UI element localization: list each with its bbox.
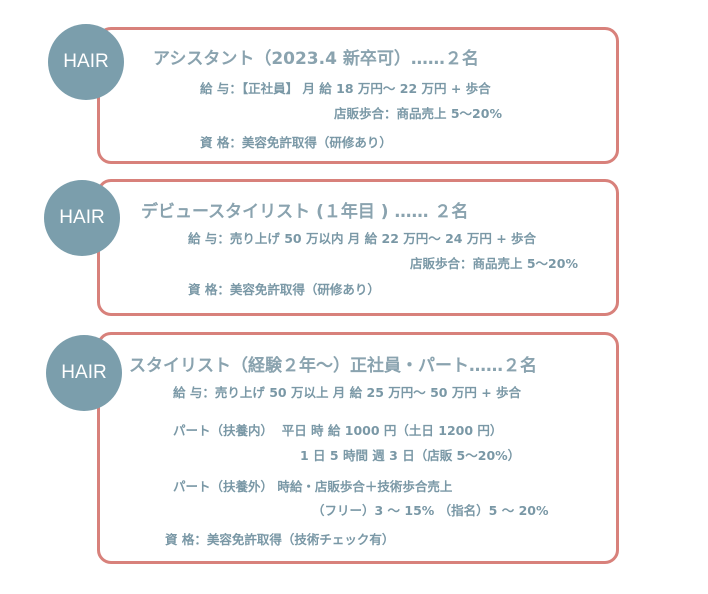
commission-line: 店販歩合：商品売上 5～20%: [334, 106, 502, 121]
commission-line: 店販歩合：商品売上 5～20%: [410, 256, 578, 271]
commission-rate-line: （フリー）3 ～ 15% （指名）5 ～ 20%: [312, 503, 549, 518]
position-card-debut-stylist: [97, 179, 619, 316]
position-title: アシスタント（2023.4 新卒可）……２名: [153, 49, 479, 69]
hair-badge: HAIR: [44, 180, 120, 256]
salary-line: 給 与：売り上げ 50 万以内 月 給 22 万円～ 24 万円 + 歩合: [188, 231, 537, 246]
hair-badge-label: HAIR: [59, 207, 105, 228]
salary-line: 給 与：【正社員】 月 給 18 万円～ 22 万円 + 歩合: [200, 81, 491, 96]
position-card-stylist: [97, 332, 619, 564]
position-title: スタイリスト（経験２年～）正社員・パート……２名: [129, 356, 537, 376]
qualification-line: 資 格：美容免許取得（研修あり）: [200, 135, 392, 150]
salary-line: 給 与：売り上げ 50 万以上 月 給 25 万円～ 50 万円 + 歩合: [173, 385, 522, 400]
position-title: デビュースタイリスト (１年目 ) …… ２名: [141, 202, 469, 222]
hair-badge-label: HAIR: [61, 362, 107, 383]
part-time-dependent-line: パート（扶養内） 平日 時 給 1000 円（土日 1200 円）: [173, 423, 503, 438]
part-time-hours-line: 1 日 5 時間 週 3 日（店販 5～20%）: [300, 448, 521, 463]
position-card-assistant: [97, 27, 619, 164]
hair-badge: HAIR: [46, 335, 122, 411]
qualification-line: 資 格：美容免許取得（研修あり）: [188, 282, 380, 297]
qualification-line: 資 格：美容免許取得（技術チェック有）: [165, 532, 395, 547]
hair-badge: HAIR: [48, 24, 124, 100]
part-time-independent-line: パート（扶養外） 時給・店販歩合＋技術歩合売上: [173, 479, 453, 494]
hair-badge-label: HAIR: [63, 51, 109, 72]
